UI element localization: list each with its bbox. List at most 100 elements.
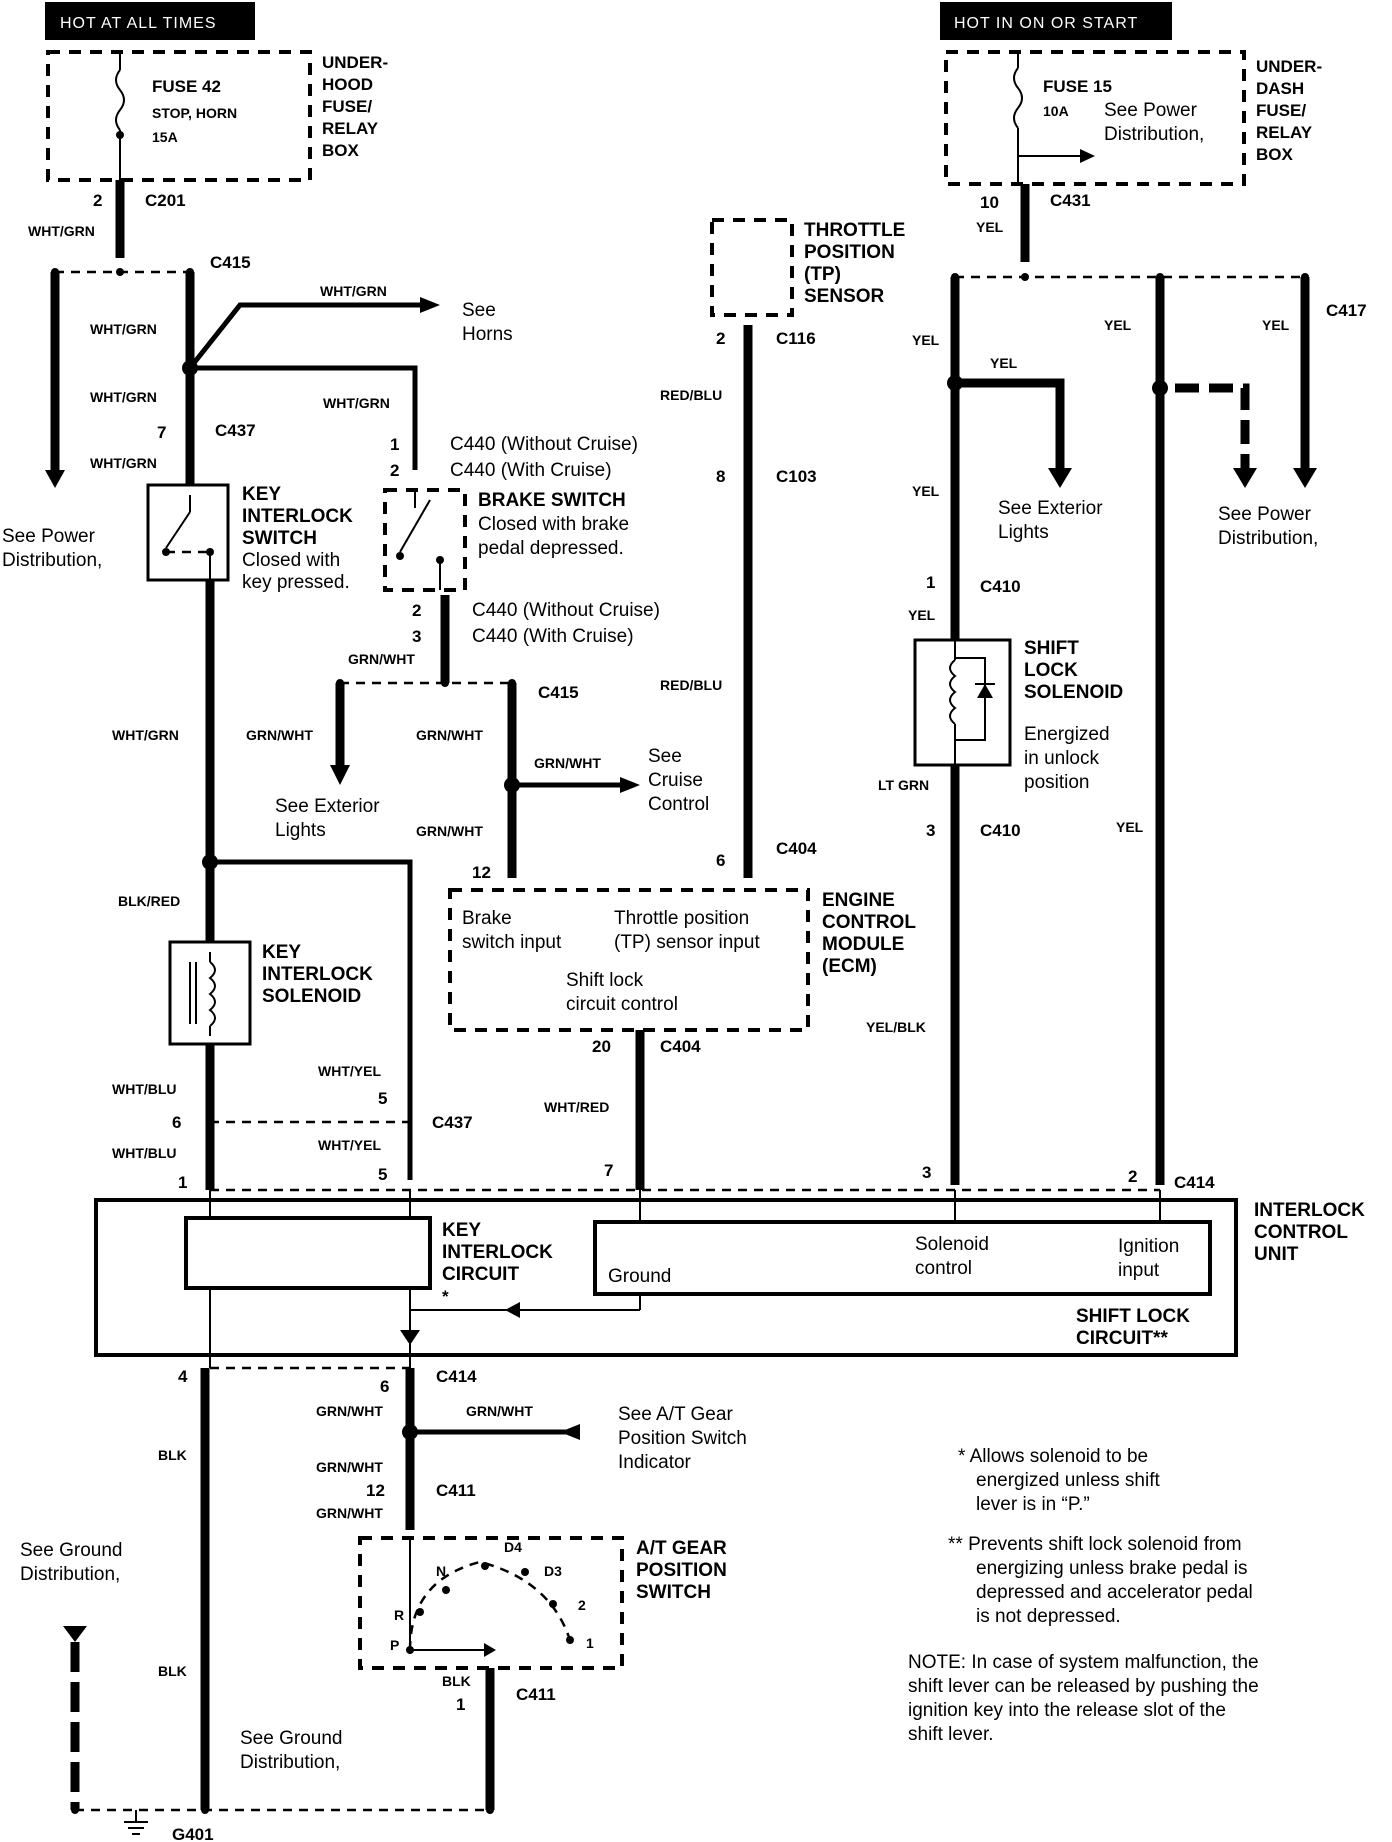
ecm-brake-input: Brake: [462, 908, 512, 929]
key-interlock-solenoid-label: KEY: [262, 942, 301, 963]
wire-color-label: WHT/BLU: [112, 1145, 177, 1161]
fuse-42-label: FUSE 42: [152, 77, 221, 96]
ecm-label: (ECM): [822, 956, 877, 977]
wire-color-label: WHT/GRN: [323, 395, 390, 411]
ignition-input-label: Ignition: [1118, 1236, 1179, 1257]
header-left-text: HOT AT ALL TIMES: [60, 15, 217, 32]
fuse-15-see-power: Distribution,: [1104, 124, 1204, 145]
pin-label: 6: [172, 1113, 181, 1132]
arrow-right-icon: [484, 1643, 496, 1657]
ref-ground-distribution: Distribution,: [20, 1564, 120, 1585]
diode-icon: [977, 684, 993, 698]
key-interlock-switch: KEY INTERLOCK SWITCH Closed with key pre…: [112, 483, 413, 1180]
pin-label: 5: [378, 1089, 387, 1108]
ref-cruise-control: Cruise: [648, 770, 703, 791]
underdash-fuse-box: FUSE 15 10A See Power Distribution, UNDE…: [944, 50, 1322, 186]
shift-lock-solenoid-desc: position: [1024, 772, 1090, 793]
ecm-label: CONTROL: [822, 912, 916, 933]
pin-label: 1: [926, 573, 935, 592]
wire-color-label: YEL: [1104, 317, 1132, 333]
wire-color-label: BLK: [442, 1673, 471, 1689]
underhood-box-label: UNDER-: [322, 53, 388, 72]
underhood-box-label: FUSE/: [322, 97, 372, 116]
ref-power-distribution: Distribution,: [2, 550, 102, 571]
key-interlock-switch-desc: key pressed.: [242, 572, 350, 593]
underdash-box-label: RELAY: [1256, 123, 1313, 142]
shift-lock-circuit-box: [593, 1220, 1212, 1296]
connector-c440: C440 (Without Cruise): [450, 434, 638, 455]
ecm-label: MODULE: [822, 934, 904, 955]
interlock-control-unit-label: CONTROL: [1254, 1222, 1348, 1243]
shift-lock-circuit-label: SHIFT LOCK: [1076, 1306, 1190, 1327]
wire-color-label: BLK: [158, 1447, 187, 1463]
fuse-42-icon: [115, 69, 125, 131]
arrow-down-icon: [45, 470, 65, 488]
wire-color-label: WHT/GRN: [90, 455, 157, 471]
underdash-box-label: FUSE/: [1256, 101, 1306, 120]
underdash-box-label: UNDER-: [1256, 57, 1322, 76]
wire-color-label: GRN/WHT: [416, 727, 483, 743]
connector-g401: G401: [172, 1825, 214, 1842]
pin-label: 7: [157, 423, 166, 442]
malfunction-note: shift lever can be released by pushing t…: [908, 1676, 1259, 1697]
key-interlock-switch-desc: Closed with: [242, 550, 340, 571]
at-gear-switch-label: SWITCH: [636, 1582, 711, 1603]
connector-c417: C417: [1326, 301, 1367, 320]
footnote-2: depressed and accelerator pedal: [976, 1582, 1253, 1603]
brake-switch-label: BRAKE SWITCH: [478, 490, 626, 511]
connector-c414: C414: [436, 1367, 477, 1386]
ecm-brake-input: switch input: [462, 932, 562, 953]
solenoid-coil-icon: [208, 961, 216, 1027]
pin-label: 7: [604, 1161, 613, 1180]
pin-label: 3: [922, 1163, 931, 1182]
wire-color-label: WHT/GRN: [90, 321, 157, 337]
connector-c404: C404: [660, 1037, 701, 1056]
footnote-1: lever is in “P.”: [976, 1494, 1090, 1515]
key-interlock-circuit-label: KEY: [442, 1220, 481, 1241]
pin-label: 20: [592, 1037, 611, 1056]
wire-color-label: WHT/GRN: [28, 223, 95, 239]
right-power-branch: 10 C431 YEL C417 YEL YEL YEL YEL See Ext…: [908, 184, 1367, 1185]
ecm-tp-input: Throttle position: [614, 908, 749, 929]
underdash-box-label: DASH: [1256, 79, 1304, 98]
shift-lock-solenoid-desc: Energized: [1024, 724, 1110, 745]
footnote-2: is not depressed.: [976, 1606, 1121, 1627]
connector-c103: C103: [776, 467, 817, 486]
key-interlock-circuit-label: CIRCUIT: [442, 1264, 519, 1285]
ref-ground-distribution: See Ground: [20, 1540, 122, 1561]
gear-position-1: 1: [586, 1635, 594, 1651]
engine-control-module: Brake switch input Throttle position (TP…: [448, 888, 916, 1190]
pin-label: 2: [412, 601, 421, 620]
connector-c404: C404: [776, 839, 817, 858]
ref-ground-distribution: See Ground: [240, 1728, 342, 1749]
interlock-control-unit: KEY INTERLOCK CIRCUIT * Ground Solenoid …: [94, 1190, 1365, 1368]
connector-c410: C410: [980, 577, 1021, 596]
ref-at-gear-indicator: Position Switch: [618, 1428, 747, 1449]
tp-sensor-label: (TP): [804, 264, 841, 285]
interlock-control-unit-label: INTERLOCK: [1254, 1200, 1365, 1221]
ref-exterior-lights: Lights: [998, 522, 1049, 543]
brake-switch-desc: Closed with brake: [478, 514, 629, 535]
footnote-1: * Allows solenoid to be: [958, 1446, 1148, 1467]
connector-c410: C410: [980, 821, 1021, 840]
ref-ground-distribution: Distribution,: [240, 1752, 340, 1773]
bottom-circuit: 4 6 C414 BLK BLK See Ground Distribution…: [20, 1366, 747, 1842]
wire-color-label: LT GRN: [878, 777, 929, 793]
wire-color-label: GRN/WHT: [246, 727, 313, 743]
pin-label: 4: [178, 1367, 188, 1386]
wire-color-label: WHT/GRN: [112, 727, 179, 743]
footnote-1: energized unless shift: [976, 1470, 1160, 1491]
malfunction-note: ignition key into the release slot of th…: [908, 1700, 1226, 1721]
solenoid-control-label: control: [915, 1258, 972, 1279]
wire-color-label: YEL: [1116, 819, 1144, 835]
ref-horns: Horns: [462, 324, 513, 345]
diode-icon: [505, 1302, 520, 1318]
fuse-42-circuit: STOP, HORN: [152, 105, 237, 121]
connector-c440: C440 (Without Cruise): [472, 600, 660, 621]
footnote-2: energizing unless brake pedal is: [976, 1558, 1247, 1579]
wire-color-label: RED/BLU: [660, 387, 722, 403]
pin-label: 2: [1128, 1167, 1137, 1186]
pin-label: 3: [412, 627, 421, 646]
key-interlock-solenoid: BLK/RED KEY INTERLOCK SOLENOID WHT/BLU 6…: [112, 862, 473, 1192]
